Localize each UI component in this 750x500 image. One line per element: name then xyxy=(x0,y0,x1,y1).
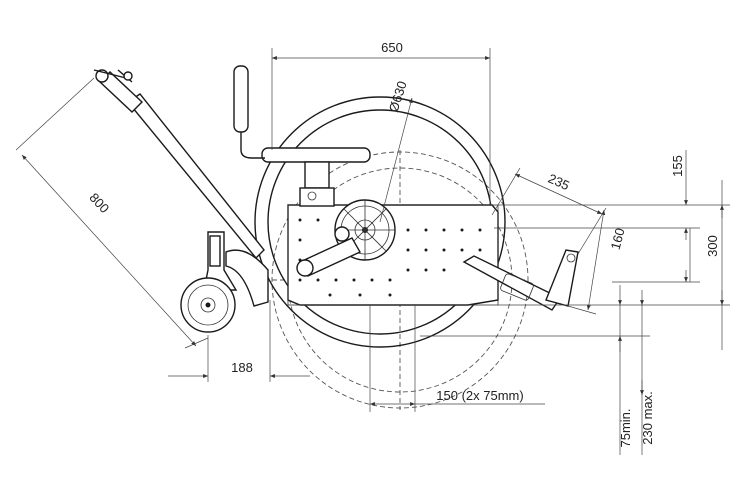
dim-188: 188 xyxy=(168,300,310,382)
label-230max: 230 max. xyxy=(640,391,655,444)
label-630: Ø630 xyxy=(386,79,410,114)
label-800: 800 xyxy=(86,190,112,216)
dim-150: 150 (2x 75mm) xyxy=(369,305,545,412)
crank-arm xyxy=(296,226,361,277)
dim-235: 235 xyxy=(491,167,607,255)
label-188: 188 xyxy=(231,360,253,375)
label-75min: 75min. xyxy=(618,408,633,447)
label-650: 650 xyxy=(381,40,403,55)
dim-155: 155 xyxy=(498,150,730,206)
label-155: 155 xyxy=(670,155,685,177)
label-160: 160 xyxy=(608,226,628,251)
label-300: 300 xyxy=(705,235,720,257)
label-150: 150 (2x 75mm) xyxy=(436,388,523,403)
dim-300: 300 xyxy=(494,180,730,350)
footrest xyxy=(462,249,579,311)
seat-assembly xyxy=(233,65,371,207)
tiller-handle xyxy=(93,69,265,260)
chassis-holes xyxy=(298,218,482,297)
dim-800: 800 xyxy=(15,77,209,349)
dim-ground-clearance: 75min. 230 max. xyxy=(420,285,655,455)
dim-160: 160 xyxy=(567,209,628,315)
dim-650: 650 xyxy=(271,40,491,205)
